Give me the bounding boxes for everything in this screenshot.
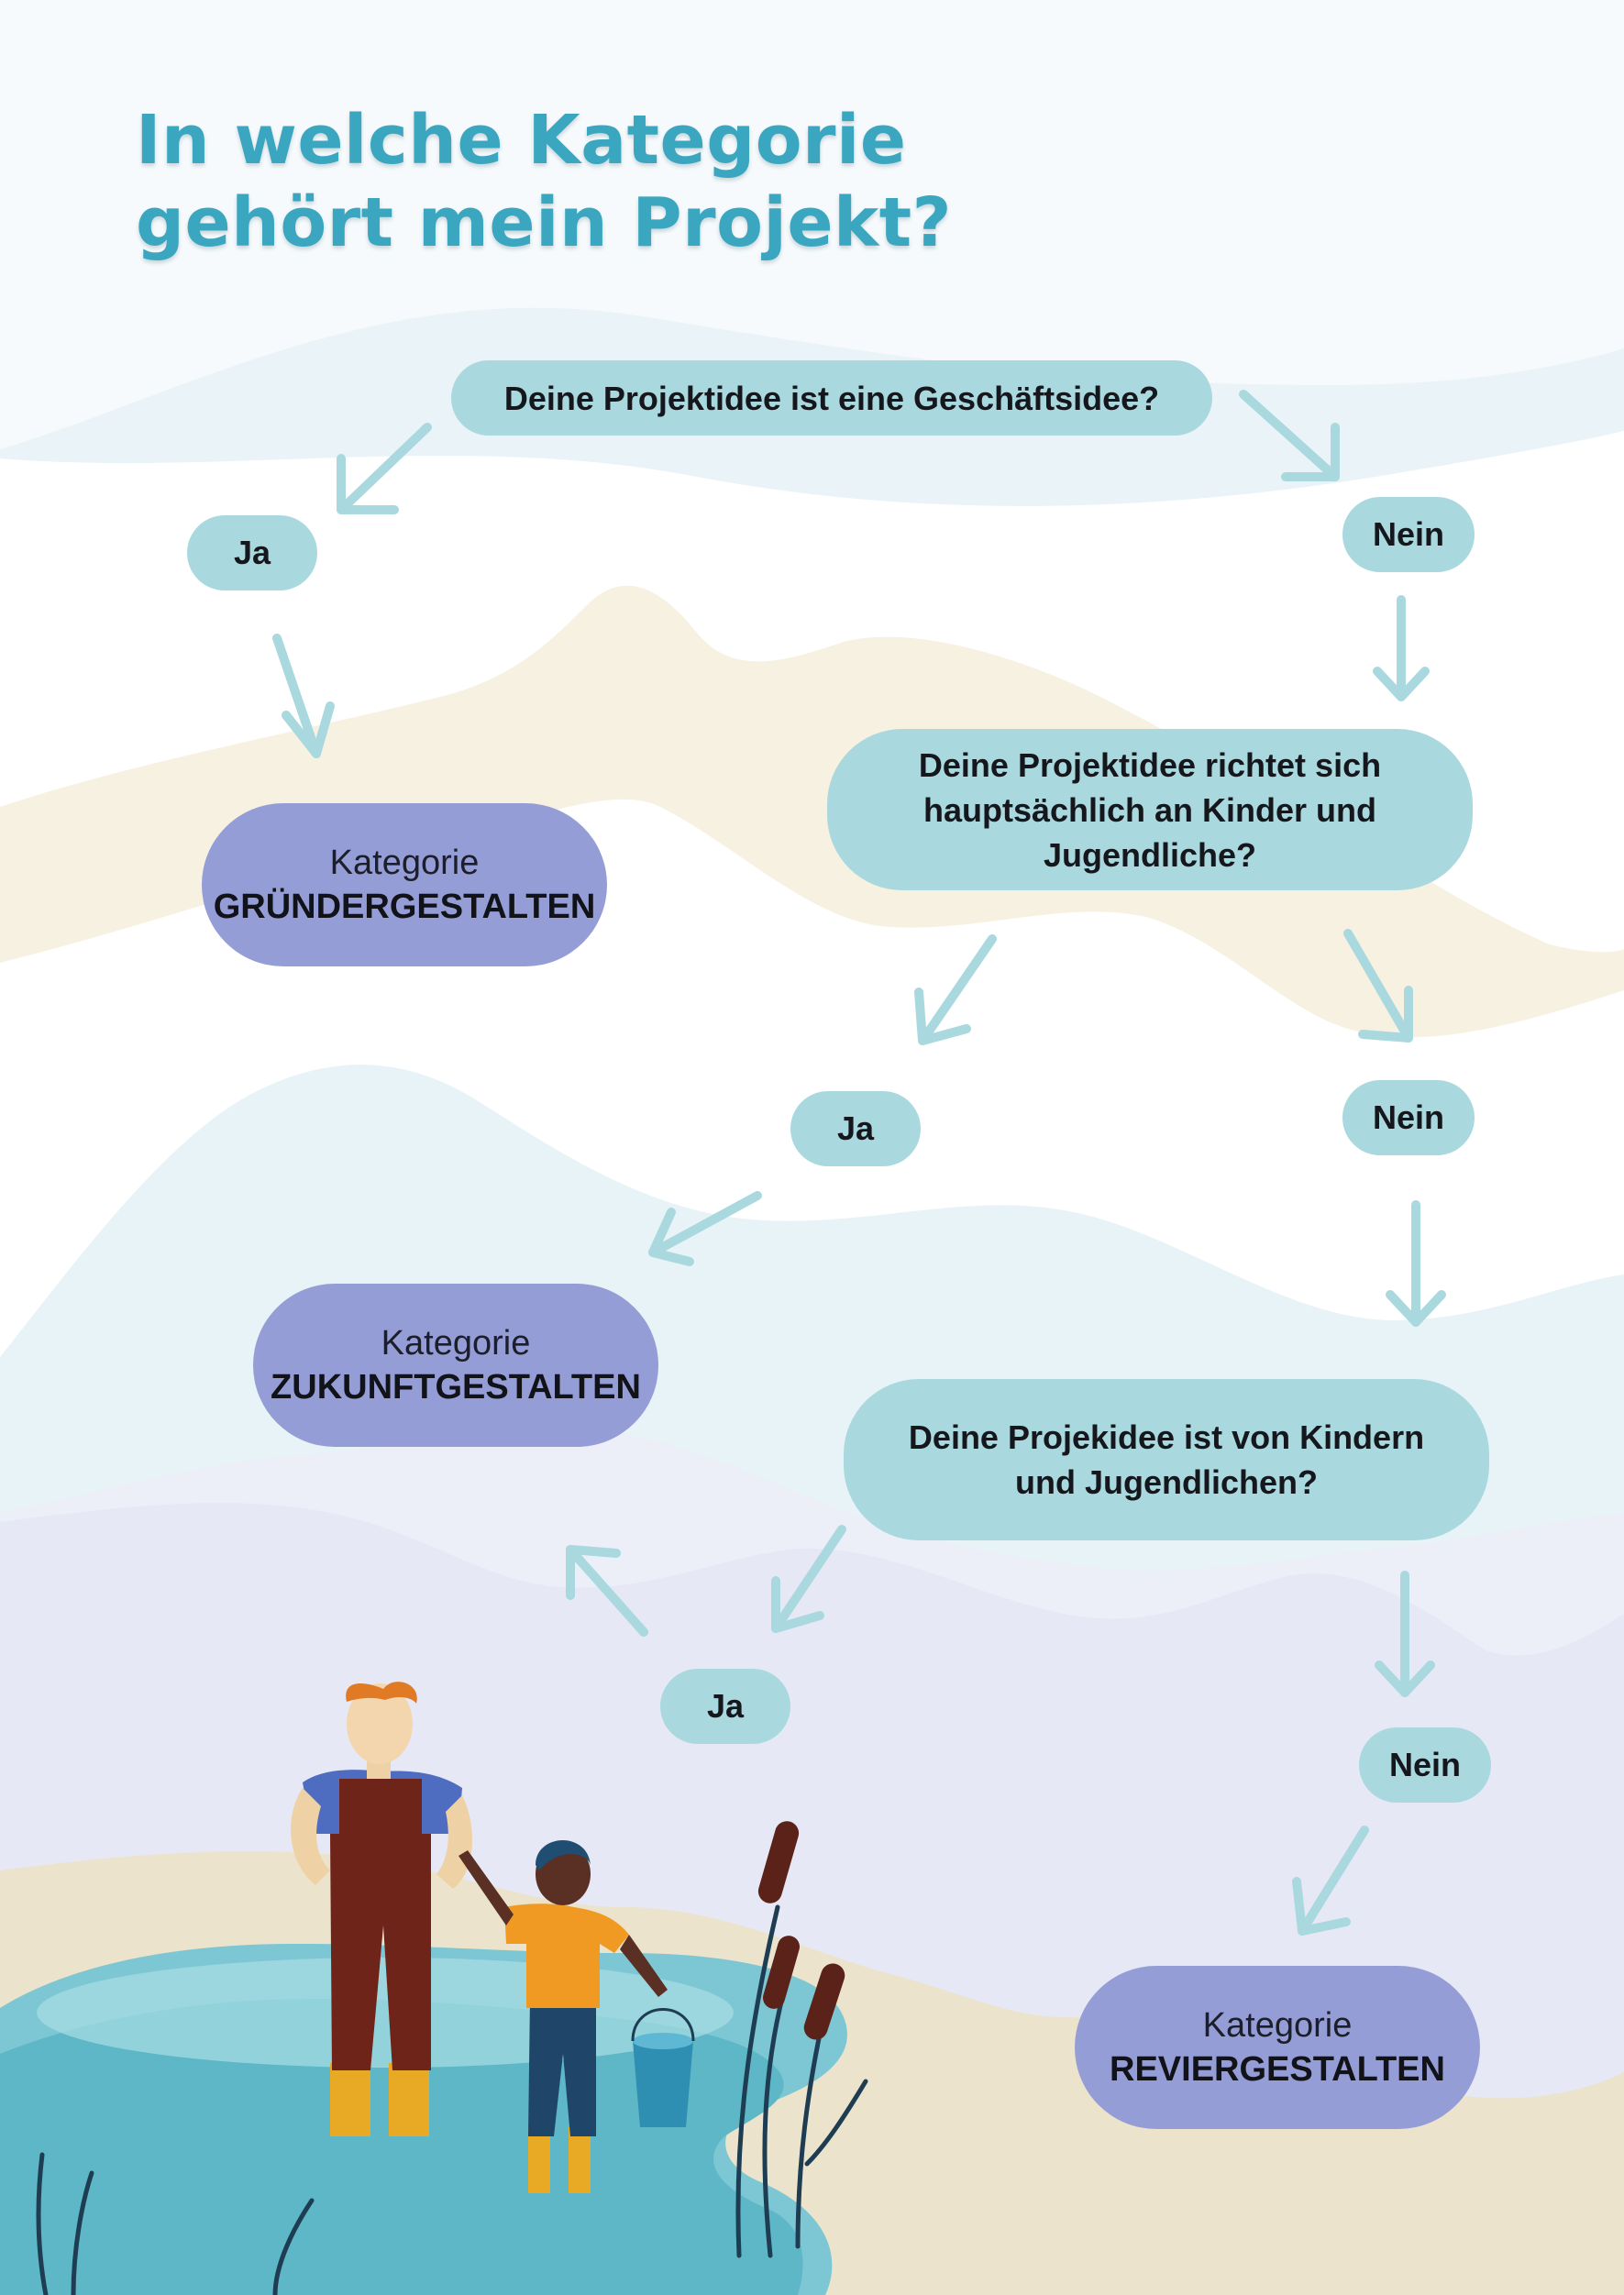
answer-q2-yes: Ja xyxy=(790,1091,921,1166)
question-business-idea-text: Deine Projektidee ist eine Geschäftsidee… xyxy=(503,379,1160,417)
category-zukunftgestalten: Kategorie ZUKUNFTGESTALTEN xyxy=(253,1284,658,1447)
answer-q2-no: Nein xyxy=(1342,1080,1475,1155)
question-by-children-text: Deine Projekidee ist von Kindern und Jug… xyxy=(908,1418,1425,1501)
title-line-1: In welche Kategorie xyxy=(136,101,907,180)
answer-label: Ja xyxy=(706,1687,745,1725)
answer-label: Nein xyxy=(1372,515,1444,553)
question-business-idea: Deine Projektidee ist eine Geschäftsidee… xyxy=(451,360,1212,436)
answer-q3-no: Nein xyxy=(1359,1727,1491,1803)
category-name: GRÜNDERGESTALTEN xyxy=(213,888,596,926)
answer-q3-yes: Ja xyxy=(660,1669,790,1744)
answer-q1-no: Nein xyxy=(1342,497,1475,572)
answer-q1-yes: Ja xyxy=(187,515,317,590)
answer-label: Nein xyxy=(1388,1746,1461,1783)
answer-label: Nein xyxy=(1372,1098,1444,1136)
answer-label: Ja xyxy=(233,534,271,571)
category-gruendergestalten: Kategorie GRÜNDERGESTALTEN xyxy=(202,803,607,966)
question-by-children: Deine Projekidee ist von Kindern und Jug… xyxy=(844,1379,1489,1540)
answer-label: Ja xyxy=(836,1109,875,1147)
category-name: REVIERGESTALTEN xyxy=(1110,2050,1445,2089)
category-prefix: Kategorie xyxy=(329,844,480,882)
category-name: ZUKUNFTGESTALTEN xyxy=(271,1368,641,1407)
category-prefix: Kategorie xyxy=(1202,2006,1353,2045)
page-title: In welche Kategorie gehört mein Projekt? xyxy=(136,99,952,264)
question-target-children: Deine Projektidee richtet sich hauptsäch… xyxy=(827,729,1473,890)
question-target-children-text: Deine Projektidee richtet sich hauptsäch… xyxy=(918,745,1382,874)
category-prefix: Kategorie xyxy=(381,1324,531,1363)
category-reviergestalten: Kategorie REVIERGESTALTEN xyxy=(1075,1966,1480,2129)
title-line-2: gehört mein Projekt? xyxy=(136,183,953,262)
